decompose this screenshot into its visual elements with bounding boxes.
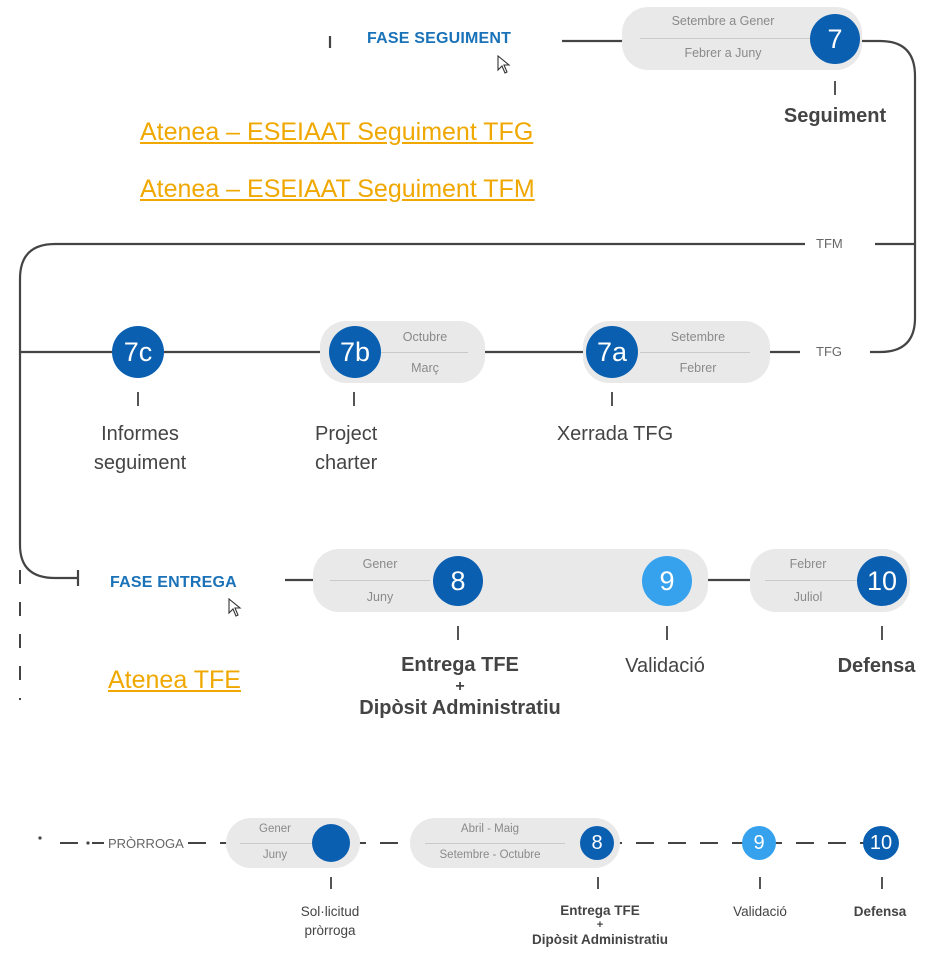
tick <box>597 877 599 889</box>
step-7b-label: Project charter <box>315 420 377 478</box>
step-7a-label: Xerrada TFG <box>556 423 674 445</box>
prorroga-period-top: Gener <box>259 823 291 835</box>
prorroga-period-bottom: Juny <box>262 849 288 861</box>
pill-divider <box>330 580 430 581</box>
tick <box>611 392 613 406</box>
prorroga-step-10-circle: 10 <box>863 826 899 860</box>
step-7b-period-top: Octubre <box>402 330 448 344</box>
tick <box>666 626 668 640</box>
prorroga-step-10-label: Defensa <box>853 904 907 919</box>
pill-divider <box>240 843 312 844</box>
phase-entrega-label: FASE ENTREGA <box>110 574 237 591</box>
prorroga-request-line2: pròrroga <box>304 923 356 938</box>
tick <box>834 81 836 95</box>
step-10-label: Defensa <box>837 655 916 677</box>
step-7a-period-bottom: Febrer <box>679 361 717 375</box>
pill-divider <box>425 843 565 844</box>
step-8-label-line1: Entrega TFE <box>401 654 519 676</box>
prorroga-period2-bottom: Setembre - Octubre <box>439 849 541 861</box>
prorroga-period2-top: Abril - Maig <box>460 823 520 835</box>
tick <box>881 877 883 889</box>
step-8-circle: 8 <box>433 556 483 606</box>
step-7c-label-line2: seguiment <box>93 452 187 474</box>
prorroga-step-8-line1: Entrega TFE <box>560 903 640 918</box>
cursor-icon <box>228 598 242 617</box>
cursor-icon <box>497 55 511 74</box>
pill-divider <box>378 352 468 353</box>
prorroga-step-8-line3: Dipòsit Administratiu <box>531 932 668 947</box>
prorroga-step-8-plus: + <box>596 919 604 931</box>
branch-tfm-label: TFM <box>812 236 847 251</box>
prorroga-step-8-label: Entrega TFE + Dipòsit Administratiu <box>510 902 690 948</box>
defensa-period-bottom: Juliol <box>793 590 823 604</box>
tick <box>137 392 139 406</box>
entrega-period-top: Gener <box>362 557 398 571</box>
step-7a-circle: 7a <box>586 326 638 378</box>
step-7-circle: 7 <box>810 14 860 64</box>
step-7a-period-top: Setembre <box>670 330 726 344</box>
phase-seguiment-label: FASE SEGUIMENT <box>367 30 512 47</box>
prorroga-request-line1: Sol·licitud <box>300 904 360 919</box>
step-10-circle: 10 <box>857 556 907 606</box>
step-7-label: Seguiment <box>783 105 887 127</box>
step-8-label: Entrega TFE + Dipòsit Administratiu <box>330 652 590 722</box>
prorroga-label: PRÒRROGA <box>104 836 188 851</box>
pill-divider <box>640 352 750 353</box>
prorroga-step-9-circle: 9 <box>742 826 776 860</box>
step-8-label-plus: + <box>455 678 465 695</box>
link-seguiment-tfg[interactable]: Atenea – ESEIAAT Seguiment TFG <box>140 118 534 146</box>
link-atenea-tfe[interactable]: Atenea TFE <box>108 666 241 694</box>
tick <box>457 626 459 640</box>
link-seguiment-tfm[interactable]: Atenea – ESEIAAT Seguiment TFM <box>140 175 535 203</box>
branch-tfg-label: TFG <box>812 344 846 359</box>
step-7c-label: Informes seguiment <box>70 420 210 478</box>
step-7c-label-line1: Informes <box>101 423 179 445</box>
prorroga-request-label: Sol·licitud pròrroga <box>270 902 390 940</box>
defensa-period-top: Febrer <box>789 557 827 571</box>
tick <box>881 626 883 640</box>
step-9-circle: 9 <box>642 556 692 606</box>
entrega-period-bottom: Juny <box>366 590 394 604</box>
prorroga-step-8-circle: 8 <box>580 826 614 860</box>
prorroga-step-9-label: Validació <box>733 904 787 919</box>
step-8-label-line3: Dipòsit Administratiu <box>359 697 561 719</box>
tick <box>353 392 355 406</box>
tick <box>330 877 332 889</box>
step-7b-label-line1: Project <box>315 423 378 445</box>
seguiment-period-top: Setembre a Gener <box>671 14 775 28</box>
tick <box>759 877 761 889</box>
step-9-label: Validació <box>625 655 705 677</box>
step-7c-circle: 7c <box>112 326 164 378</box>
pill-divider <box>640 38 810 39</box>
seguiment-period-bottom: Febrer a Juny <box>684 46 762 60</box>
pill-divider <box>765 580 857 581</box>
prorroga-request-circle <box>312 824 350 862</box>
step-7b-circle: 7b <box>329 326 381 378</box>
step-7b-period-bottom: Març <box>411 361 439 375</box>
step-7b-label-line2: charter <box>315 452 378 474</box>
